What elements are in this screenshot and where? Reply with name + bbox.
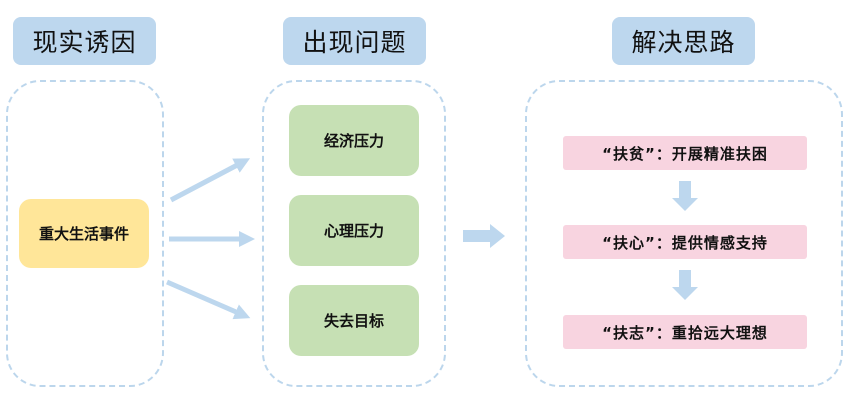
panel-problem bbox=[262, 80, 446, 387]
header-solution: 解决思路 bbox=[612, 17, 755, 65]
arrow-down-2 bbox=[672, 270, 698, 300]
arrow-problem-to-solution bbox=[463, 224, 505, 248]
header-cause: 现实诱因 bbox=[13, 17, 156, 65]
solution-card-rebuild-ideals: “扶志”：重拾远大理想 bbox=[563, 315, 807, 349]
arrow-cause-to-loss bbox=[166, 279, 251, 320]
cause-card-major-life-event: 重大生活事件 bbox=[19, 199, 149, 268]
problem-card-psychological-pressure: 心理压力 bbox=[289, 195, 419, 266]
header-problem: 出现问题 bbox=[283, 17, 426, 65]
arrow-cause-to-economic bbox=[169, 158, 251, 203]
solution-card-poverty-relief: “扶贫”：开展精准扶困 bbox=[563, 136, 807, 170]
panel-cause bbox=[6, 80, 164, 387]
problem-card-loss-of-goals: 失去目标 bbox=[289, 285, 419, 356]
panel-solution bbox=[525, 80, 843, 387]
arrow-down-1 bbox=[672, 181, 698, 211]
solution-card-emotional-support: “扶心”：提供情感支持 bbox=[563, 225, 807, 259]
problem-card-economic-pressure: 经济压力 bbox=[289, 105, 419, 176]
